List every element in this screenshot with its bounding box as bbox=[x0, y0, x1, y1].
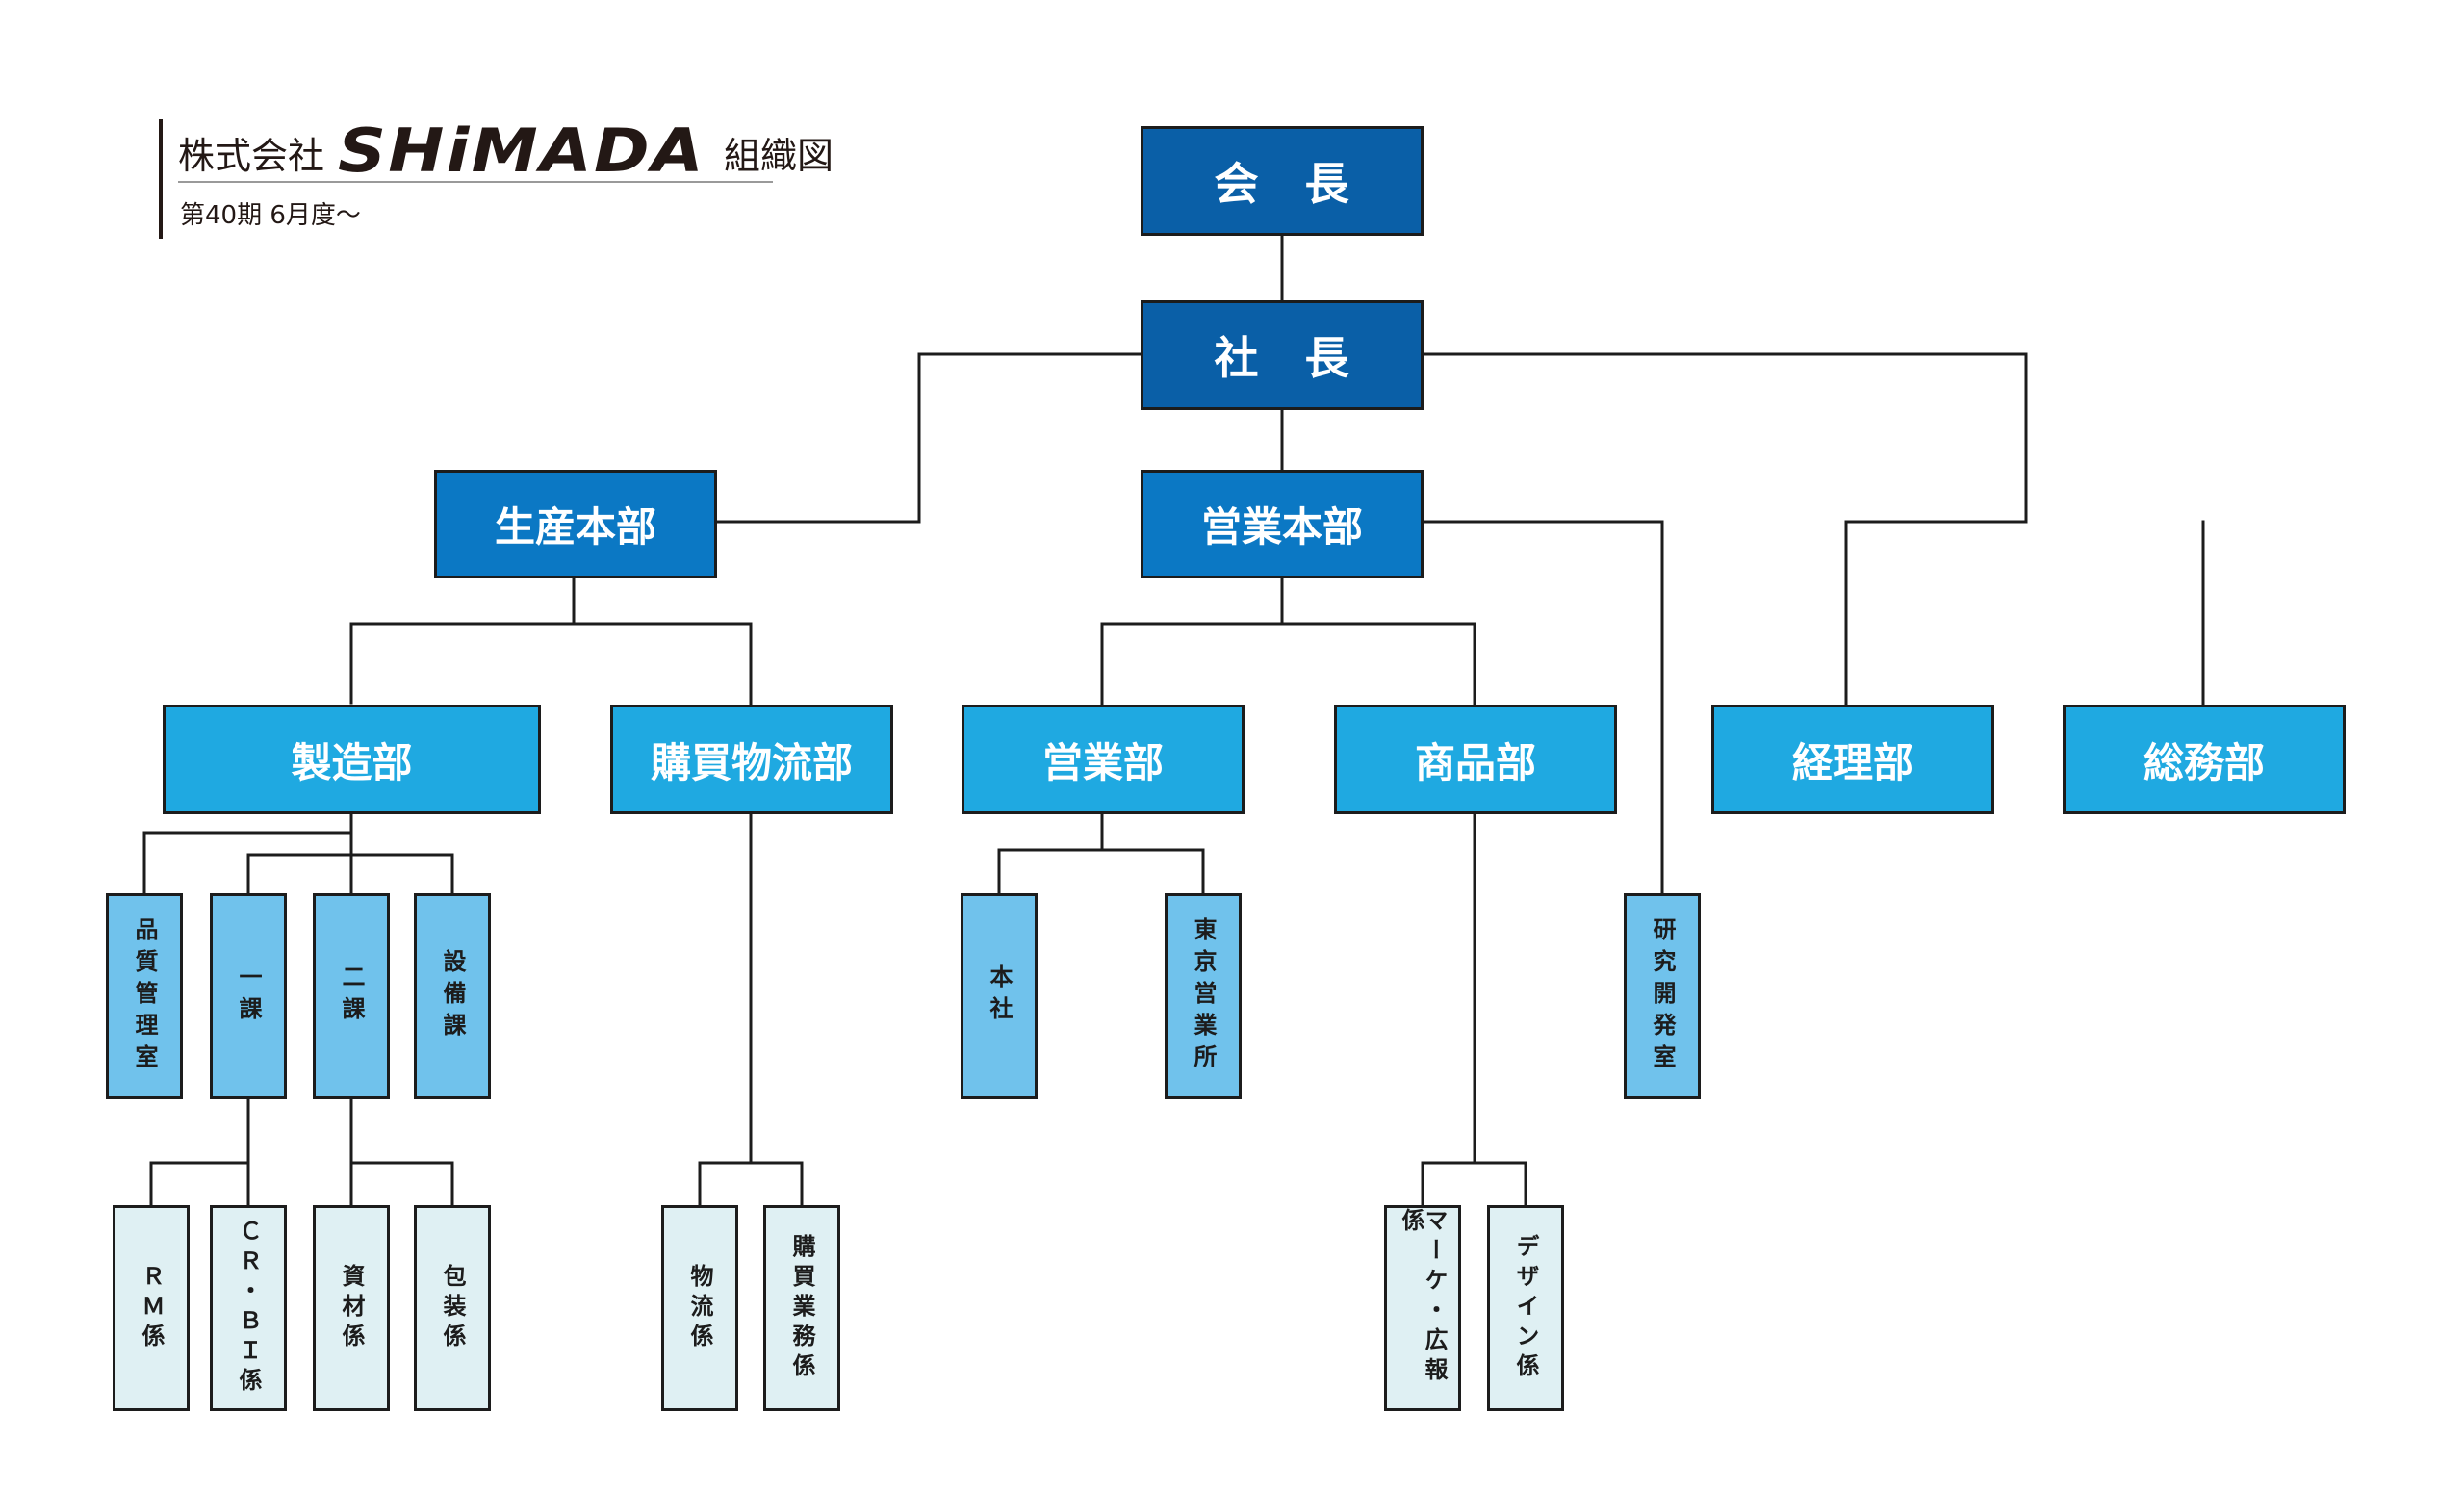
crbi-staff-label: ＣＲ・ＢＩ係 bbox=[235, 1219, 262, 1398]
tokyo-office-label: 東京営業所 bbox=[1190, 916, 1217, 1076]
accounting-label: 経理部 bbox=[1791, 738, 1913, 786]
title-suffix: 組織図 bbox=[723, 135, 834, 177]
quality-control-box: 品質管理室 bbox=[106, 893, 183, 1099]
line-salesdept-offices bbox=[997, 848, 1205, 895]
purchasing-staff-label: 購買業務係 bbox=[788, 1233, 815, 1383]
line-sales-salesdept bbox=[1100, 574, 1284, 707]
line-products-staff bbox=[1421, 1161, 1527, 1207]
manufacturing-label: 製造部 bbox=[291, 738, 413, 786]
line-president-admin bbox=[1419, 352, 2028, 707]
general-affairs-label: 総務部 bbox=[2143, 738, 2265, 786]
logistics-staff-label: 物流係 bbox=[686, 1263, 713, 1353]
production-hq-box: 生産本部 bbox=[434, 470, 717, 578]
design-staff-box: デザイン係 bbox=[1487, 1205, 1564, 1411]
sales-dept-box: 営業部 bbox=[962, 705, 1245, 814]
manufacturing-box: 製造部 bbox=[163, 705, 541, 814]
line-president-production bbox=[708, 352, 1142, 524]
materials-staff-box: 資材係 bbox=[313, 1205, 390, 1411]
line-sales-rnd bbox=[1419, 520, 1664, 895]
packaging-staff-label: 包装係 bbox=[439, 1263, 466, 1353]
company-prefix: 株式会社 bbox=[178, 135, 325, 177]
packaging-staff-box: 包装係 bbox=[414, 1205, 491, 1411]
purchasing-logistics-box: 購買物流部 bbox=[610, 705, 893, 814]
section-1-label: 一課 bbox=[235, 964, 262, 1028]
president-box: 社 長 bbox=[1141, 300, 1424, 410]
sales-hq-label: 営業本部 bbox=[1200, 503, 1363, 551]
line-section2-staff bbox=[349, 1161, 454, 1207]
general-affairs-box: 総務部 bbox=[2063, 705, 2346, 814]
line-sales-products bbox=[1280, 622, 1476, 707]
line-production-manufacturing bbox=[349, 574, 576, 705]
products-dept-box: 商品部 bbox=[1334, 705, 1617, 814]
section-1-box: 一課 bbox=[210, 893, 287, 1099]
marketing-pr-staff-box: マーケ・広報係 bbox=[1384, 1205, 1461, 1411]
period-label: 第40期 6月度～ bbox=[180, 201, 361, 230]
equipment-section-box: 設備課 bbox=[414, 893, 491, 1099]
president-label: 社 長 bbox=[1214, 332, 1350, 384]
sales-dept-label: 営業部 bbox=[1041, 738, 1164, 786]
header-accent-bar bbox=[159, 119, 163, 239]
rm-staff-label: ＲＭ係 bbox=[138, 1263, 165, 1353]
title-divider bbox=[178, 181, 773, 183]
chairman-label: 会 長 bbox=[1214, 158, 1350, 210]
products-dept-label: 商品部 bbox=[1414, 738, 1536, 786]
line-section1-staff bbox=[149, 1161, 250, 1207]
purchasing-staff-box: 購買業務係 bbox=[763, 1205, 840, 1411]
line-production-purchasing bbox=[572, 622, 753, 707]
section-2-label: 二課 bbox=[338, 964, 365, 1028]
sales-hq-box: 営業本部 bbox=[1141, 470, 1424, 578]
logistics-staff-box: 物流係 bbox=[661, 1205, 738, 1411]
brand-logo: SHiMADA bbox=[338, 116, 706, 186]
chairman-box: 会 長 bbox=[1141, 126, 1424, 236]
production-hq-label: 生産本部 bbox=[494, 503, 656, 551]
purchasing-logistics-label: 購買物流部 bbox=[650, 738, 853, 786]
chart-title: 株式会社 SHiMADA 組織図 bbox=[178, 116, 834, 186]
head-office-label: 本社 bbox=[986, 964, 1013, 1028]
tokyo-office-box: 東京営業所 bbox=[1165, 893, 1242, 1099]
crbi-staff-box: ＣＲ・ＢＩ係 bbox=[210, 1205, 287, 1411]
rnd-lab-label: 研究開発室 bbox=[1649, 916, 1676, 1076]
quality-control-label: 品質管理室 bbox=[131, 916, 158, 1076]
accounting-box: 経理部 bbox=[1711, 705, 1994, 814]
line-purchasing-staff bbox=[698, 1161, 804, 1207]
rnd-lab-box: 研究開発室 bbox=[1624, 893, 1701, 1099]
line-branch-qc bbox=[142, 831, 353, 895]
head-office-box: 本社 bbox=[961, 893, 1038, 1099]
marketing-pr-staff-label: マーケ・広報係 bbox=[1398, 1208, 1448, 1387]
materials-staff-label: 資材係 bbox=[338, 1263, 365, 1353]
equipment-section-label: 設備課 bbox=[439, 948, 466, 1044]
rm-staff-box: ＲＭ係 bbox=[113, 1205, 190, 1411]
section-2-box: 二課 bbox=[313, 893, 390, 1099]
design-staff-label: デザイン係 bbox=[1512, 1233, 1539, 1383]
